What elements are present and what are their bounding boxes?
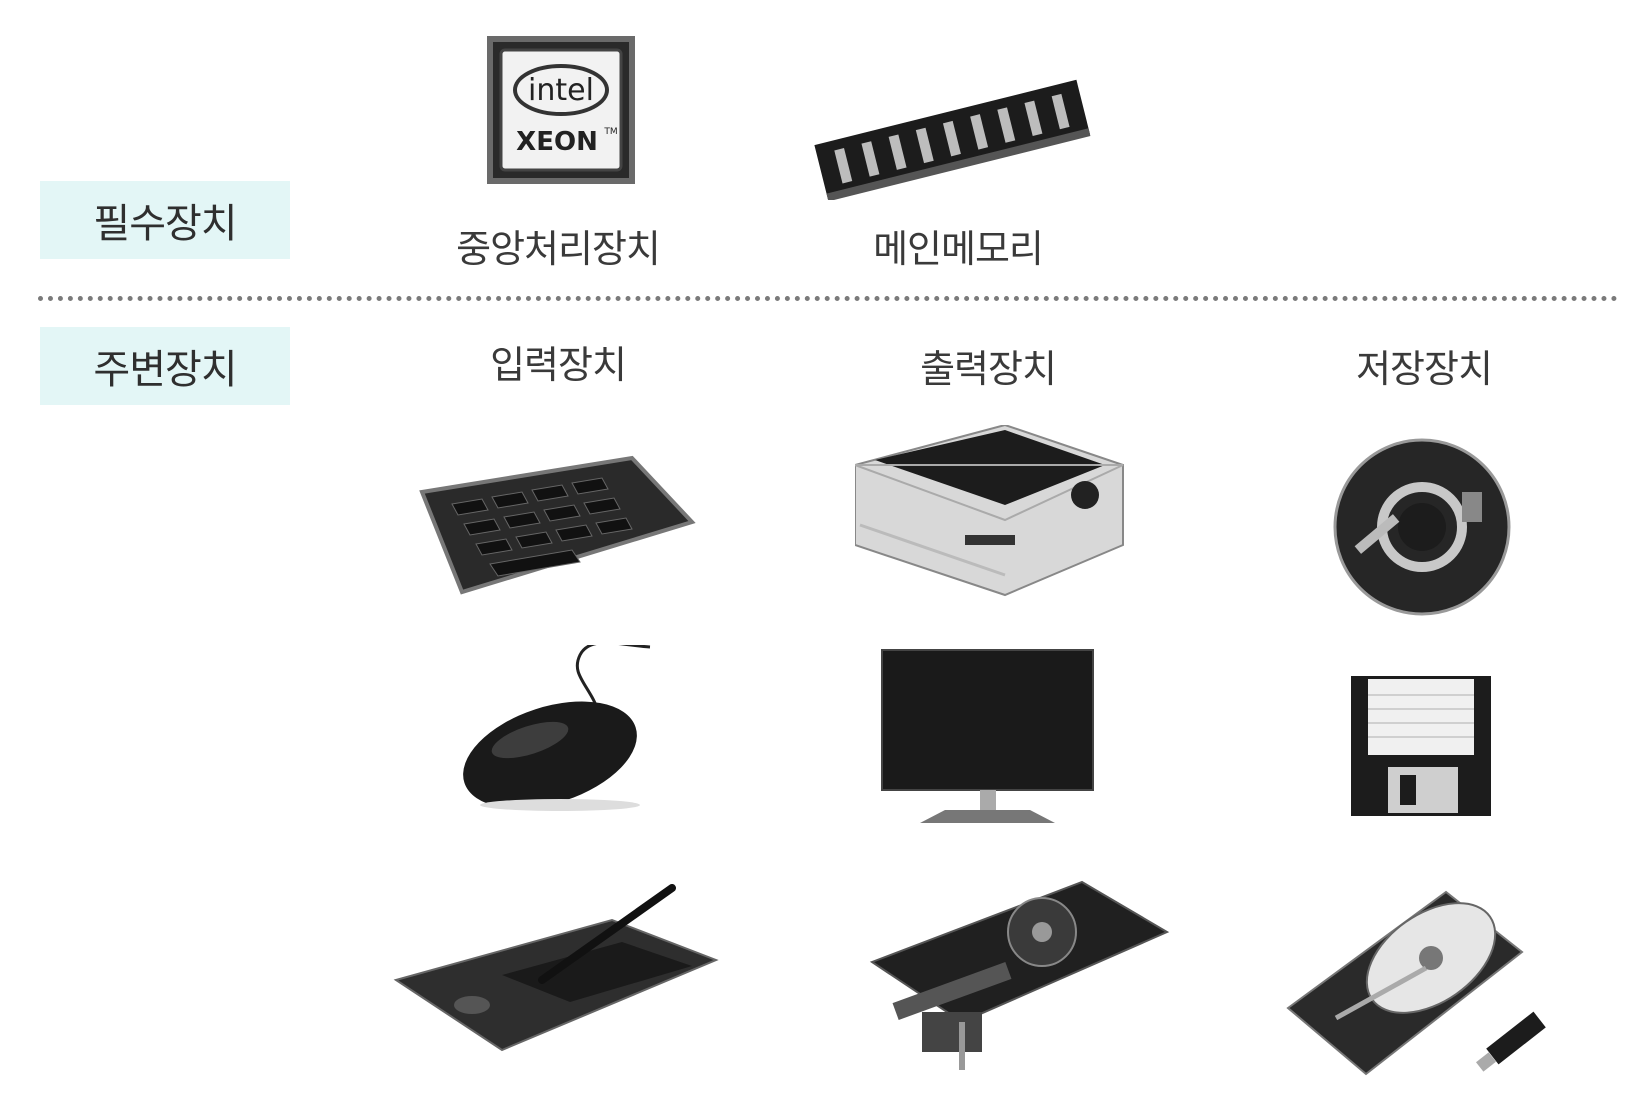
ram-module-icon: [808, 70, 1093, 200]
peripheral-category-label: 주변장치: [40, 327, 290, 405]
cpu-label: 중앙처리장치: [456, 227, 661, 271]
optical-disc-icon: [1332, 437, 1512, 617]
input-devices-label: 입력장치: [490, 343, 627, 387]
cpu-model-text: XEON: [516, 127, 598, 157]
graphics-card-icon: [852, 872, 1172, 1072]
storage-devices-label: 저장장치: [1356, 347, 1493, 391]
intel-xeon-cpu-icon: intel XEON TM: [485, 34, 637, 186]
memory-label: 메인메모리: [873, 227, 1044, 271]
floppy-disk-icon: [1350, 675, 1492, 817]
keyboard-icon: [412, 452, 702, 602]
mouse-icon: [450, 645, 660, 815]
section-divider: [38, 296, 1618, 301]
hard-drive-and-usb-icon: [1286, 888, 1556, 1078]
dot-matrix-printer-icon: [855, 425, 1125, 600]
cpu-brand-text: intel: [528, 73, 594, 108]
output-devices-label: 출력장치: [920, 347, 1057, 391]
drawing-tablet-icon: [392, 880, 722, 1055]
cpu-tm-text: TM: [603, 127, 617, 137]
essential-category-label: 필수장치: [40, 181, 290, 259]
monitor-icon: [880, 648, 1095, 828]
